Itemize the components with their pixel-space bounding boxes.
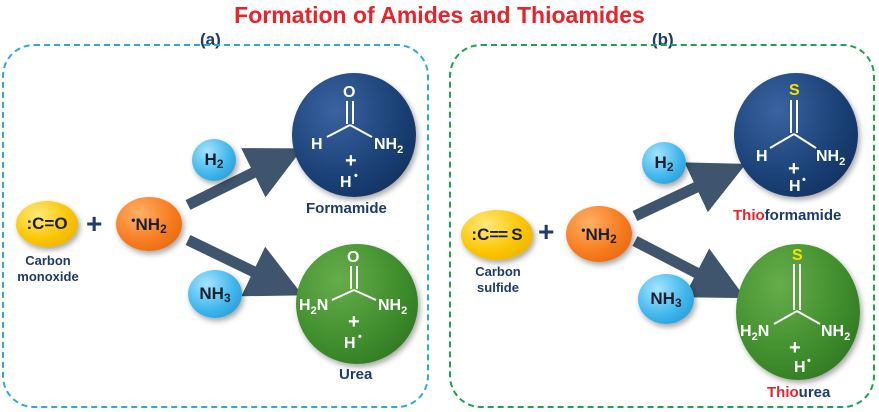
svg-text:•: •	[807, 355, 811, 367]
svg-text:•: •	[354, 170, 358, 182]
panel-b-frame	[449, 44, 875, 408]
formamide-product-bubble	[292, 73, 416, 197]
svg-text:H: H	[344, 335, 356, 352]
svg-text:+: +	[345, 150, 357, 172]
svg-text:H2N: H2N	[299, 297, 328, 317]
carbon-sulfide-formula: :C==S	[471, 225, 523, 244]
svg-text:H: H	[794, 359, 806, 376]
arrow-b-bottom	[632, 236, 746, 299]
amino-radical-formula-b: •NH2	[581, 222, 617, 246]
formamide-structure: O H NH2 + H •	[311, 84, 403, 191]
carbon-monoxide-formula: :C=O	[26, 214, 68, 233]
thioformamide-label: Thioformamide	[733, 207, 842, 224]
svg-text:S: S	[792, 247, 803, 264]
figure-title: Formation of Amides and Thioamides	[234, 2, 645, 28]
svg-text:H: H	[789, 178, 801, 195]
svg-text:H2N: H2N	[740, 323, 769, 343]
amino-radical-bubble-a: •NH2	[116, 197, 182, 251]
amino-radical-formula-a: •NH2	[131, 212, 167, 236]
ammonia-reagent-bubble-b: NH3	[638, 274, 694, 324]
svg-text:•: •	[802, 174, 806, 186]
hydrogen-reagent-bubble-b: H2	[642, 142, 686, 184]
ammonia-reagent-formula-b: NH3	[650, 288, 682, 310]
svg-text:NH2: NH2	[378, 297, 407, 317]
svg-text:S: S	[789, 82, 800, 99]
panel-a-frame	[2, 44, 429, 408]
urea-label: Urea	[339, 366, 373, 383]
ammonia-reagent-bubble-a: NH3	[188, 270, 242, 318]
svg-text:H: H	[756, 148, 768, 165]
svg-text:NH2: NH2	[816, 148, 845, 168]
svg-text:O: O	[347, 249, 359, 266]
arrow-b-top	[632, 162, 746, 221]
svg-text:•: •	[358, 331, 362, 343]
svg-text:+: +	[788, 158, 800, 180]
svg-text:+: +	[348, 311, 360, 333]
carbon-sulfide-caption: Carbon sulfide	[475, 264, 521, 295]
svg-text:H: H	[340, 174, 352, 191]
svg-text:NH2: NH2	[374, 136, 403, 156]
carbon-monoxide-bubble: :C=O	[16, 201, 78, 247]
formamide-label: Formamide	[306, 200, 387, 217]
hydrogen-reagent-formula-b: H2	[654, 152, 674, 174]
svg-text:H: H	[311, 136, 323, 153]
ammonia-reagent-formula-a: NH3	[199, 283, 231, 305]
hydrogen-reagent-formula-a: H2	[204, 149, 224, 171]
hydrogen-reagent-bubble-a: H2	[192, 139, 236, 181]
urea-product-bubble	[296, 244, 418, 364]
arrow-a-bottom	[185, 235, 303, 297]
svg-text:+: +	[789, 337, 801, 359]
plus-sign-a: +	[86, 208, 103, 239]
thiourea-structure: S H2N NH2 + H •	[740, 247, 850, 376]
svg-text:O: O	[343, 84, 355, 101]
thiourea-label: Thiourea	[767, 384, 831, 401]
plus-sign-b: +	[538, 216, 555, 247]
arrow-a-top	[185, 148, 303, 210]
carbon-sulfide-bubble: :C==S	[461, 210, 533, 260]
thioformamide-structure: S H NH2 + H •	[756, 82, 845, 195]
amino-radical-bubble-b: •NH2	[566, 206, 632, 262]
urea-structure: O H2N NH2 + H •	[299, 249, 407, 352]
svg-text:NH2: NH2	[821, 323, 850, 343]
carbon-monoxide-caption: Carbon monoxide	[17, 253, 79, 284]
